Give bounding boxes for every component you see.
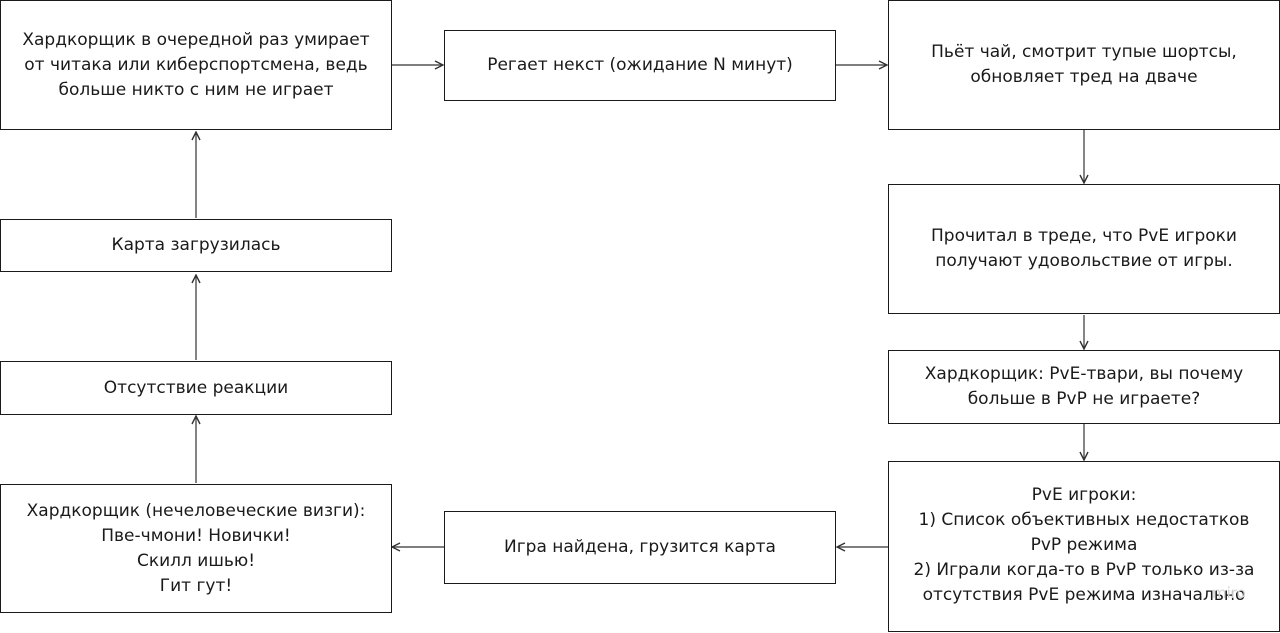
node-hardcore-screams-text: Хардкорщик (нечеловеческие визги): Пве-ч… [26, 500, 366, 596]
node-read-thread[interactable]: Прочитал в треде, что PvE игроки получаю… [888, 184, 1280, 314]
node-hardcore-screams[interactable]: Хардкорщик (нечеловеческие визги): Пве-ч… [0, 484, 392, 613]
node-game-found-text: Игра найдена, грузится карта [504, 537, 776, 557]
node-no-reaction[interactable]: Отсутствие реакции [0, 361, 392, 415]
node-tea-shorts[interactable]: Пьёт чай, смотрит тупые шортсы, обновляе… [888, 0, 1280, 130]
node-hardcore-asks[interactable]: Хардкорщик: PvE-твари, вы почему больше … [888, 350, 1280, 424]
miro-watermark: miro [1212, 584, 1246, 602]
node-tea-shorts-text: Пьёт чай, смотрит тупые шортсы, обновляе… [931, 42, 1237, 87]
node-map-loaded[interactable]: Карта загрузилась [0, 219, 392, 272]
node-no-reaction-text: Отсутствие реакции [103, 377, 289, 398]
node-hardcore-asks-text: Хардкорщик: PvE-твари, вы почему больше … [924, 364, 1244, 409]
node-read-thread-text: Прочитал в треде, что PvE игроки получаю… [931, 226, 1237, 271]
node-requeue[interactable]: Регает некст (ожидание N минут) [444, 30, 836, 101]
node-map-loaded-text: Карта загрузилась [111, 235, 281, 255]
node-requeue-text: Регает некст (ожидание N минут) [487, 55, 793, 75]
node-game-found[interactable]: Игра найдена, грузится карта [444, 511, 836, 584]
node-hardcore-dies-text: Хардкорщик в очередной раз умирает от чи… [22, 29, 370, 100]
node-pve-reply-text: PvE игроки: 1) Список объективных недост… [913, 485, 1255, 605]
node-pve-reply[interactable]: PvE игроки: 1) Список объективных недост… [888, 461, 1280, 632]
node-hardcore-dies[interactable]: Хардкорщик в очередной раз умирает от чи… [0, 0, 392, 130]
